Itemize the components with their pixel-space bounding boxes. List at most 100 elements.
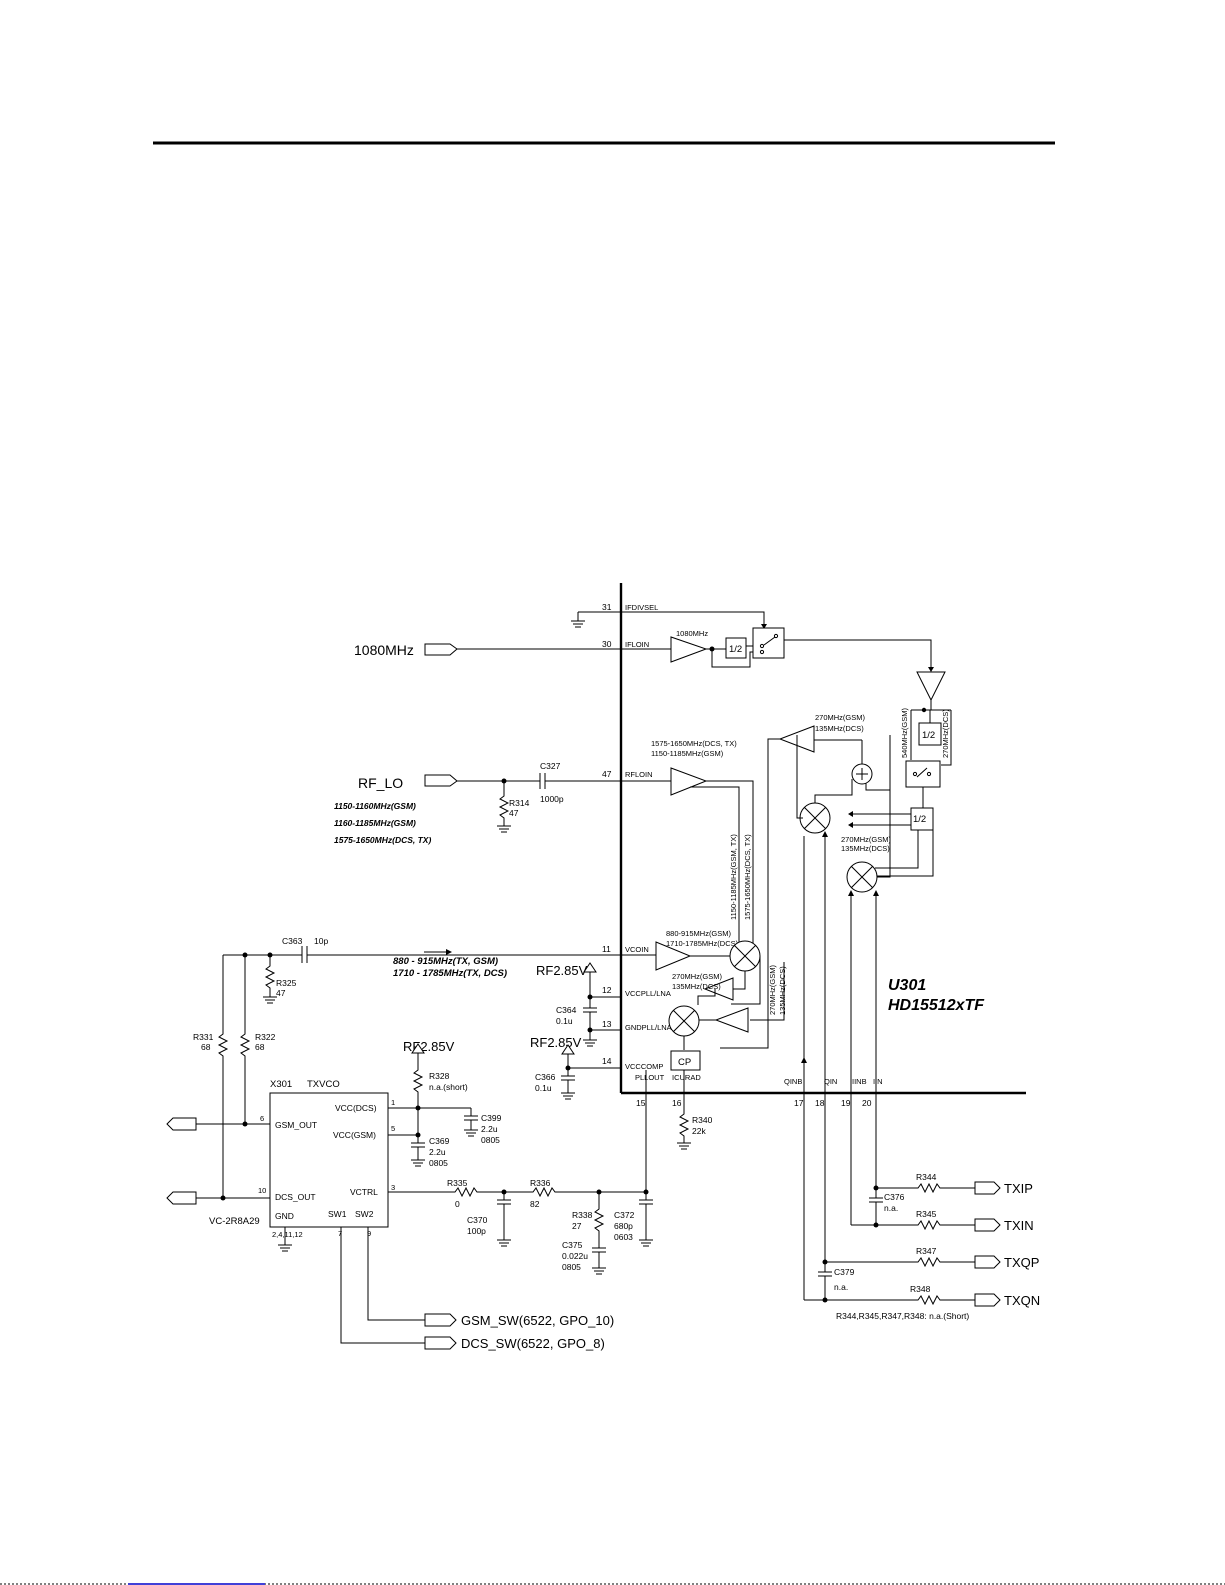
svg-text:11: 11 — [602, 944, 611, 954]
svg-text:1000p: 1000p — [540, 794, 564, 804]
vco-amp — [655, 941, 692, 971]
if-amp-down — [916, 671, 946, 702]
svg-text:RF2.85V: RF2.85V — [536, 963, 588, 978]
pin-30: 30 IFLOIN — [602, 639, 649, 649]
svg-text:1710-1785MHz(DCS): 1710-1785MHz(DCS) — [666, 939, 739, 948]
svg-text:R340: R340 — [692, 1115, 713, 1125]
svg-text:PLLOUT: PLLOUT — [635, 1073, 665, 1082]
svg-text:C364: C364 — [556, 1005, 577, 1015]
pin-19: IINB 19 — [841, 893, 867, 1225]
svg-text:1: 1 — [391, 1098, 395, 1107]
svg-text:R325: R325 — [276, 978, 297, 988]
pin-15: PLLOUT 15 — [635, 1070, 665, 1192]
res-r335 — [450, 1187, 482, 1197]
svg-text:VCTRL: VCTRL — [350, 1187, 378, 1197]
q-mixer — [846, 861, 878, 893]
vco-x301 — [269, 1092, 389, 1228]
svg-text:0: 0 — [455, 1199, 460, 1209]
svg-text:QINB: QINB — [784, 1077, 802, 1086]
port-txip — [974, 1181, 1001, 1195]
svg-text:GSM_OUT: GSM_OUT — [275, 1120, 317, 1130]
cap-c366 — [560, 1067, 576, 1089]
svg-text:10p: 10p — [314, 936, 328, 946]
svg-text:1150-1185MHz(GSM, TX): 1150-1185MHz(GSM, TX) — [729, 834, 738, 920]
pin-17: QINB 17 — [784, 1060, 805, 1300]
svg-text:IFDIVSEL: IFDIVSEL — [625, 603, 658, 612]
svg-text:1575-1650MHz(DCS, TX): 1575-1650MHz(DCS, TX) — [743, 834, 752, 920]
svg-text:30: 30 — [602, 639, 612, 649]
svg-text:47: 47 — [276, 988, 286, 998]
svg-text:12: 12 — [602, 985, 612, 995]
svg-text:R328: R328 — [429, 1071, 450, 1081]
rflo-amp — [670, 767, 708, 796]
svg-text:19: 19 — [841, 1098, 851, 1108]
cap-c376 — [868, 1189, 884, 1211]
svg-text:880 - 915MHz(TX, GSM): 880 - 915MHz(TX, GSM) — [393, 956, 498, 967]
svg-text:680p: 680p — [614, 1221, 633, 1231]
svg-text:0.1u: 0.1u — [535, 1083, 552, 1093]
pin-14: 14 VCCCOMP — [602, 1056, 663, 1071]
svg-text:270MHz(GSM): 270MHz(GSM) — [768, 964, 777, 1015]
svg-text:1575-1650MHz(DCS, TX): 1575-1650MHz(DCS, TX) — [651, 739, 737, 748]
svg-text:IINB: IINB — [852, 1077, 867, 1086]
pin-18: QIN 18 — [815, 860, 837, 1262]
svg-text:C327: C327 — [540, 761, 561, 771]
svg-text:C376: C376 — [884, 1192, 905, 1202]
svg-text:18: 18 — [815, 1098, 825, 1108]
port-rflo-label: RF_LO — [358, 775, 403, 791]
svg-text:R331: R331 — [193, 1032, 214, 1042]
svg-text:540MHz(GSM): 540MHz(GSM) — [900, 707, 909, 758]
svg-text:CP: CP — [678, 1057, 691, 1068]
svg-text:RF2.85V: RF2.85V — [530, 1035, 582, 1050]
port-1080mhz — [424, 643, 458, 656]
res-r338 — [594, 1204, 604, 1236]
svg-text:270MHz(GSM): 270MHz(GSM) — [672, 972, 723, 981]
svg-text:270MHz(DCS): 270MHz(DCS) — [941, 709, 950, 758]
if-buffer-amp — [670, 636, 708, 663]
svg-text:R322: R322 — [255, 1032, 276, 1042]
pll-filter — [714, 1007, 749, 1033]
svg-text:n.a.: n.a. — [834, 1282, 848, 1292]
svg-text:2.2u: 2.2u — [429, 1147, 446, 1157]
port-txqp — [974, 1255, 1001, 1269]
res-r345 — [913, 1220, 945, 1230]
svg-text:RF2.85V: RF2.85V — [403, 1039, 455, 1054]
svg-text:ICURAD: ICURAD — [672, 1073, 701, 1082]
svg-text:C363: C363 — [282, 936, 303, 946]
port-txqn — [974, 1293, 1001, 1307]
svg-text:16: 16 — [672, 1098, 682, 1108]
svg-text:RFLOIN: RFLOIN — [625, 770, 653, 779]
if-divider — [725, 637, 747, 659]
pll-mixer — [668, 1005, 700, 1037]
svg-text:135MHz(DCS): 135MHz(DCS) — [778, 966, 787, 1015]
svg-text:GSM_SW(6522, GPO_10): GSM_SW(6522, GPO_10) — [461, 1313, 614, 1328]
svg-text:TXQN: TXQN — [1004, 1293, 1040, 1308]
svg-text:68: 68 — [201, 1042, 211, 1052]
svg-text:6: 6 — [260, 1114, 264, 1123]
svg-text:1575-1650MHz(DCS, TX): 1575-1650MHz(DCS, TX) — [334, 835, 431, 845]
svg-text:880-915MHz(GSM): 880-915MHz(GSM) — [666, 929, 732, 938]
svg-text:0805: 0805 — [562, 1262, 581, 1272]
svg-text:1160-1185MHz(GSM): 1160-1185MHz(GSM) — [334, 818, 416, 828]
svg-text:3: 3 — [391, 1183, 395, 1192]
i-mixer — [799, 802, 831, 834]
svg-text:68: 68 — [255, 1042, 265, 1052]
svg-text:135MHz(DCS): 135MHz(DCS) — [841, 844, 890, 853]
svg-text:0603: 0603 — [614, 1232, 633, 1242]
cap-c370 — [496, 1191, 512, 1213]
svg-text:VCC(DCS): VCC(DCS) — [335, 1103, 377, 1113]
svg-text:R347: R347 — [916, 1246, 937, 1256]
svg-text:VCOIN: VCOIN — [625, 945, 649, 954]
svg-text:TXIN: TXIN — [1004, 1218, 1034, 1233]
svg-text:IFLOIN: IFLOIN — [625, 640, 649, 649]
port-dcs-sw — [424, 1336, 457, 1350]
port-rflo — [424, 774, 458, 787]
svg-text:n.a.(short): n.a.(short) — [429, 1082, 468, 1092]
svg-text:135MHz(DCS): 135MHz(DCS) — [672, 982, 721, 991]
svg-text:VCCCOMP: VCCCOMP — [625, 1062, 663, 1071]
pin-12: 12 VCCPLL/LNA — [602, 985, 671, 998]
svg-text:1/2: 1/2 — [922, 730, 935, 741]
port-txin — [974, 1218, 1001, 1232]
svg-text:C399: C399 — [481, 1113, 502, 1123]
